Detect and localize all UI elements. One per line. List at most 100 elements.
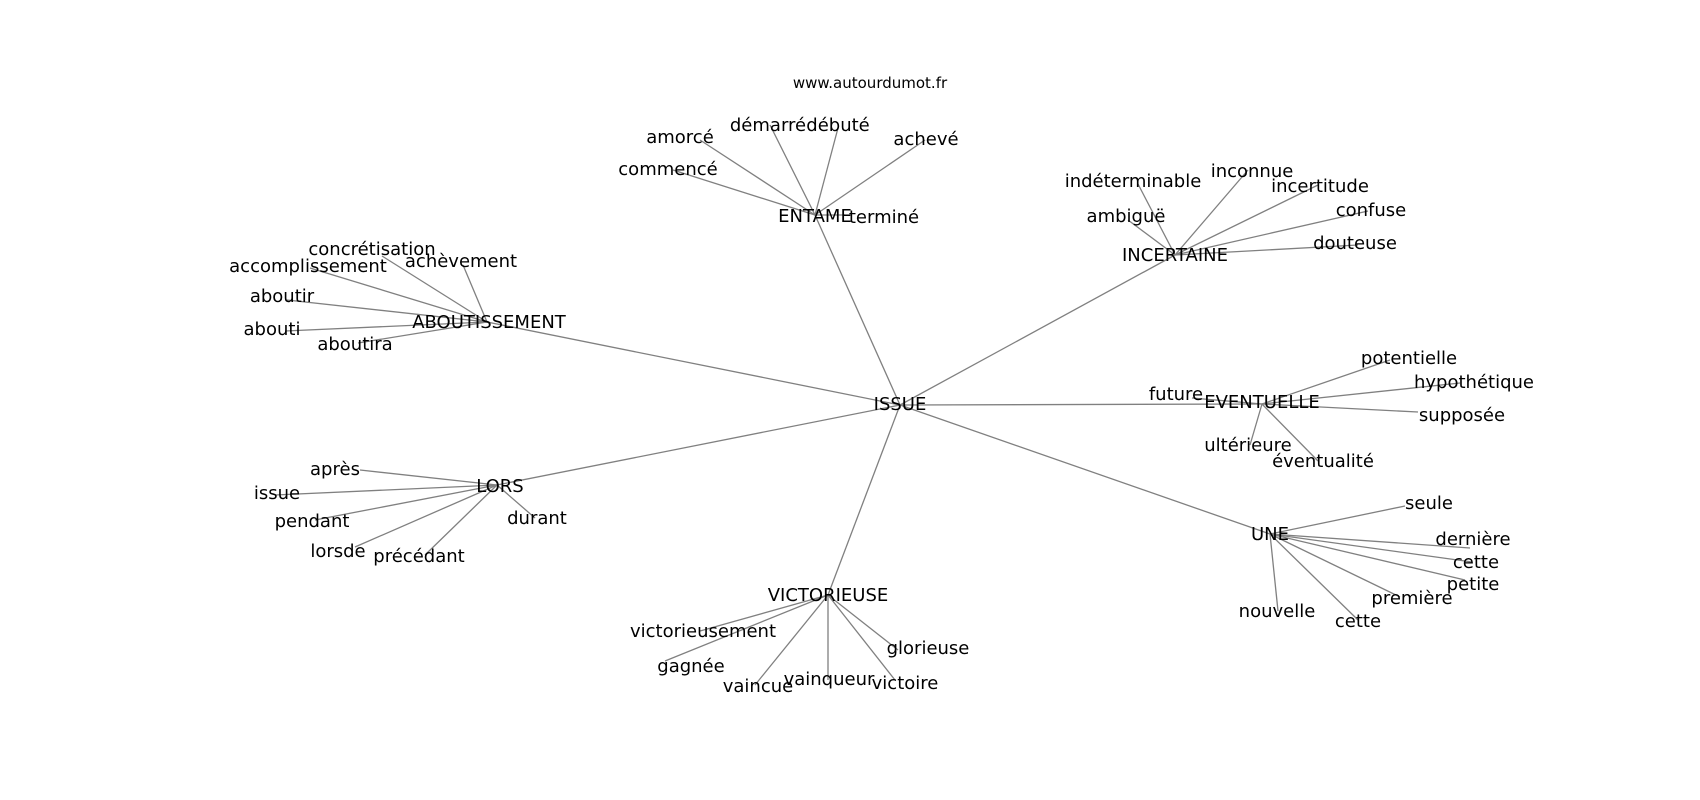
- hub-label-incertaine: INCERTAINE: [1122, 245, 1228, 266]
- graph-edges: [274, 124, 1473, 686]
- word-label-future: future: [1149, 384, 1203, 405]
- word-label-aboutir: aboutir: [250, 286, 315, 307]
- word-label-eventualite: éventualité: [1272, 451, 1374, 472]
- edge-center-entame: [814, 214, 901, 406]
- edge-incertaine-indeterminable: [1137, 183, 1176, 256]
- edge-une-cette: [1269, 533, 1359, 621]
- edge-eventuelle-future: [1191, 397, 1263, 405]
- edge-center-lors: [496, 404, 901, 486]
- word-label-confuse: confuse: [1336, 200, 1407, 221]
- word-label-potentielle: potentielle: [1361, 348, 1457, 369]
- hub-label-aboutissement: ABOUTISSEMENT: [412, 312, 567, 333]
- edge-lors-issue: [274, 484, 498, 496]
- edge-center-eventuelle: [899, 403, 1263, 406]
- edge-incertaine-confuse: [1174, 210, 1369, 256]
- edge-une-derniere: [1269, 533, 1471, 549]
- edge-entame-debute: [814, 127, 839, 216]
- hub-label-entame: ENTAME: [778, 206, 852, 227]
- edge-aboutissement-abouti: [284, 321, 488, 332]
- edge-center-incertaine: [899, 254, 1176, 406]
- word-label-apres: après: [310, 459, 360, 480]
- word-label-vainqueur: vainqueur: [784, 669, 875, 690]
- word-label-concretisation: concrétisation: [308, 239, 435, 260]
- word-label-vaincue: vaincue: [723, 676, 793, 697]
- word-label-glorieuse: glorieuse: [887, 638, 970, 659]
- word-label-demarre: démarré: [730, 115, 806, 136]
- edge-lors-apres: [359, 469, 498, 486]
- edge-eventuelle-ulterieure: [1249, 403, 1263, 446]
- edge-eventuelle-hypothetique: [1261, 382, 1461, 405]
- word-label-termine: terminé: [849, 207, 919, 228]
- edge-une-seule: [1269, 505, 1406, 535]
- center-label: ISSUE: [874, 394, 927, 415]
- word-label-debute: débuté: [806, 115, 869, 136]
- word-label-indeterminable: indéterminable: [1065, 171, 1202, 192]
- edge-incertaine-incertitude: [1174, 184, 1319, 256]
- word-label-durant: durant: [507, 508, 567, 529]
- edge-aboutissement-concretisation: [381, 255, 488, 323]
- word-label-achevement: achèvement: [405, 251, 517, 272]
- edge-une-cette: [1269, 533, 1473, 563]
- edge-victorieuse-vaincue: [754, 594, 829, 686]
- word-label-seule: seule: [1405, 493, 1453, 514]
- word-label-inconnue: inconnue: [1211, 161, 1294, 182]
- edge-aboutissement-aboutir: [286, 299, 488, 323]
- edge-victorieuse-glorieuse: [827, 594, 899, 651]
- word-label-douteuse: douteuse: [1313, 233, 1397, 254]
- edge-lors-precedant: [424, 484, 498, 556]
- edge-eventuelle-eventualite: [1261, 403, 1319, 462]
- edge-lors-durant: [496, 484, 536, 519]
- word-label-supposee: supposée: [1419, 405, 1505, 426]
- edge-une-petite: [1269, 533, 1466, 581]
- word-label-lorsde: lorsde: [310, 541, 365, 562]
- word-label-precedant: précédant: [373, 546, 464, 567]
- edge-victorieuse-victoire: [827, 594, 896, 681]
- edge-incertaine-douteuse: [1174, 244, 1359, 256]
- word-label-aboutira: aboutira: [317, 334, 392, 355]
- word-label-amorce: amorcé: [646, 127, 714, 148]
- edge-victorieuse-victorieusement: [699, 594, 829, 632]
- edge-entame-acheve: [814, 139, 926, 216]
- edge-incertaine-ambigue: [1127, 219, 1176, 256]
- edge-eventuelle-supposee: [1261, 403, 1419, 413]
- edge-entame-demarre: [769, 124, 816, 216]
- word-label-incertitude: incertitude: [1271, 176, 1369, 197]
- word-label-abouti: abouti: [244, 319, 301, 340]
- word-label-issue: issue: [254, 483, 300, 504]
- word-label-victoire: victoire: [872, 673, 939, 694]
- word-label-hypothetique: hypothétique: [1414, 372, 1534, 393]
- edge-aboutissement-aboutira: [357, 321, 488, 344]
- edge-center-victorieuse: [827, 404, 901, 596]
- edge-center-aboutissement: [486, 321, 901, 406]
- hub-label-lors: LORS: [476, 476, 524, 497]
- word-label-acheve: achevé: [893, 129, 958, 150]
- edge-lors-pendant: [314, 484, 498, 521]
- word-label-ulterieure: ultérieure: [1204, 435, 1292, 456]
- edge-incertaine-inconnue: [1174, 169, 1249, 256]
- word-label-gagnee: gagnée: [657, 656, 724, 677]
- word-label-cette: cette: [1453, 552, 1499, 573]
- edge-une-premiere: [1269, 533, 1401, 598]
- edge-eventuelle-potentielle: [1261, 359, 1391, 405]
- edge-entame-amorce: [699, 139, 816, 216]
- word-label-commence: commencé: [618, 159, 717, 180]
- edge-entame-commence: [672, 169, 816, 216]
- word-label-derniere: dernière: [1435, 529, 1510, 550]
- word-label-nouvelle: nouvelle: [1239, 601, 1316, 622]
- word-label-cette: cette: [1335, 611, 1381, 632]
- word-label-victorieusement: victorieusement: [630, 621, 776, 642]
- word-label-accomplissement: accomplissement: [229, 256, 387, 277]
- edge-victorieuse-gagnee: [664, 594, 829, 662]
- hub-label-une: UNE: [1251, 524, 1289, 545]
- word-label-ambigue: ambiguë: [1087, 206, 1166, 227]
- source-credit: www.autourdumot.fr: [793, 74, 948, 92]
- word-label-pendant: pendant: [275, 511, 350, 532]
- hub-label-victorieuse: VICTORIEUSE: [768, 585, 889, 606]
- edge-aboutissement-achevement: [462, 264, 488, 323]
- edge-center-une: [899, 404, 1271, 535]
- edge-lors-lorsde: [354, 484, 498, 548]
- word-label-premiere: première: [1371, 588, 1452, 609]
- edge-une-nouvelle: [1269, 533, 1279, 612]
